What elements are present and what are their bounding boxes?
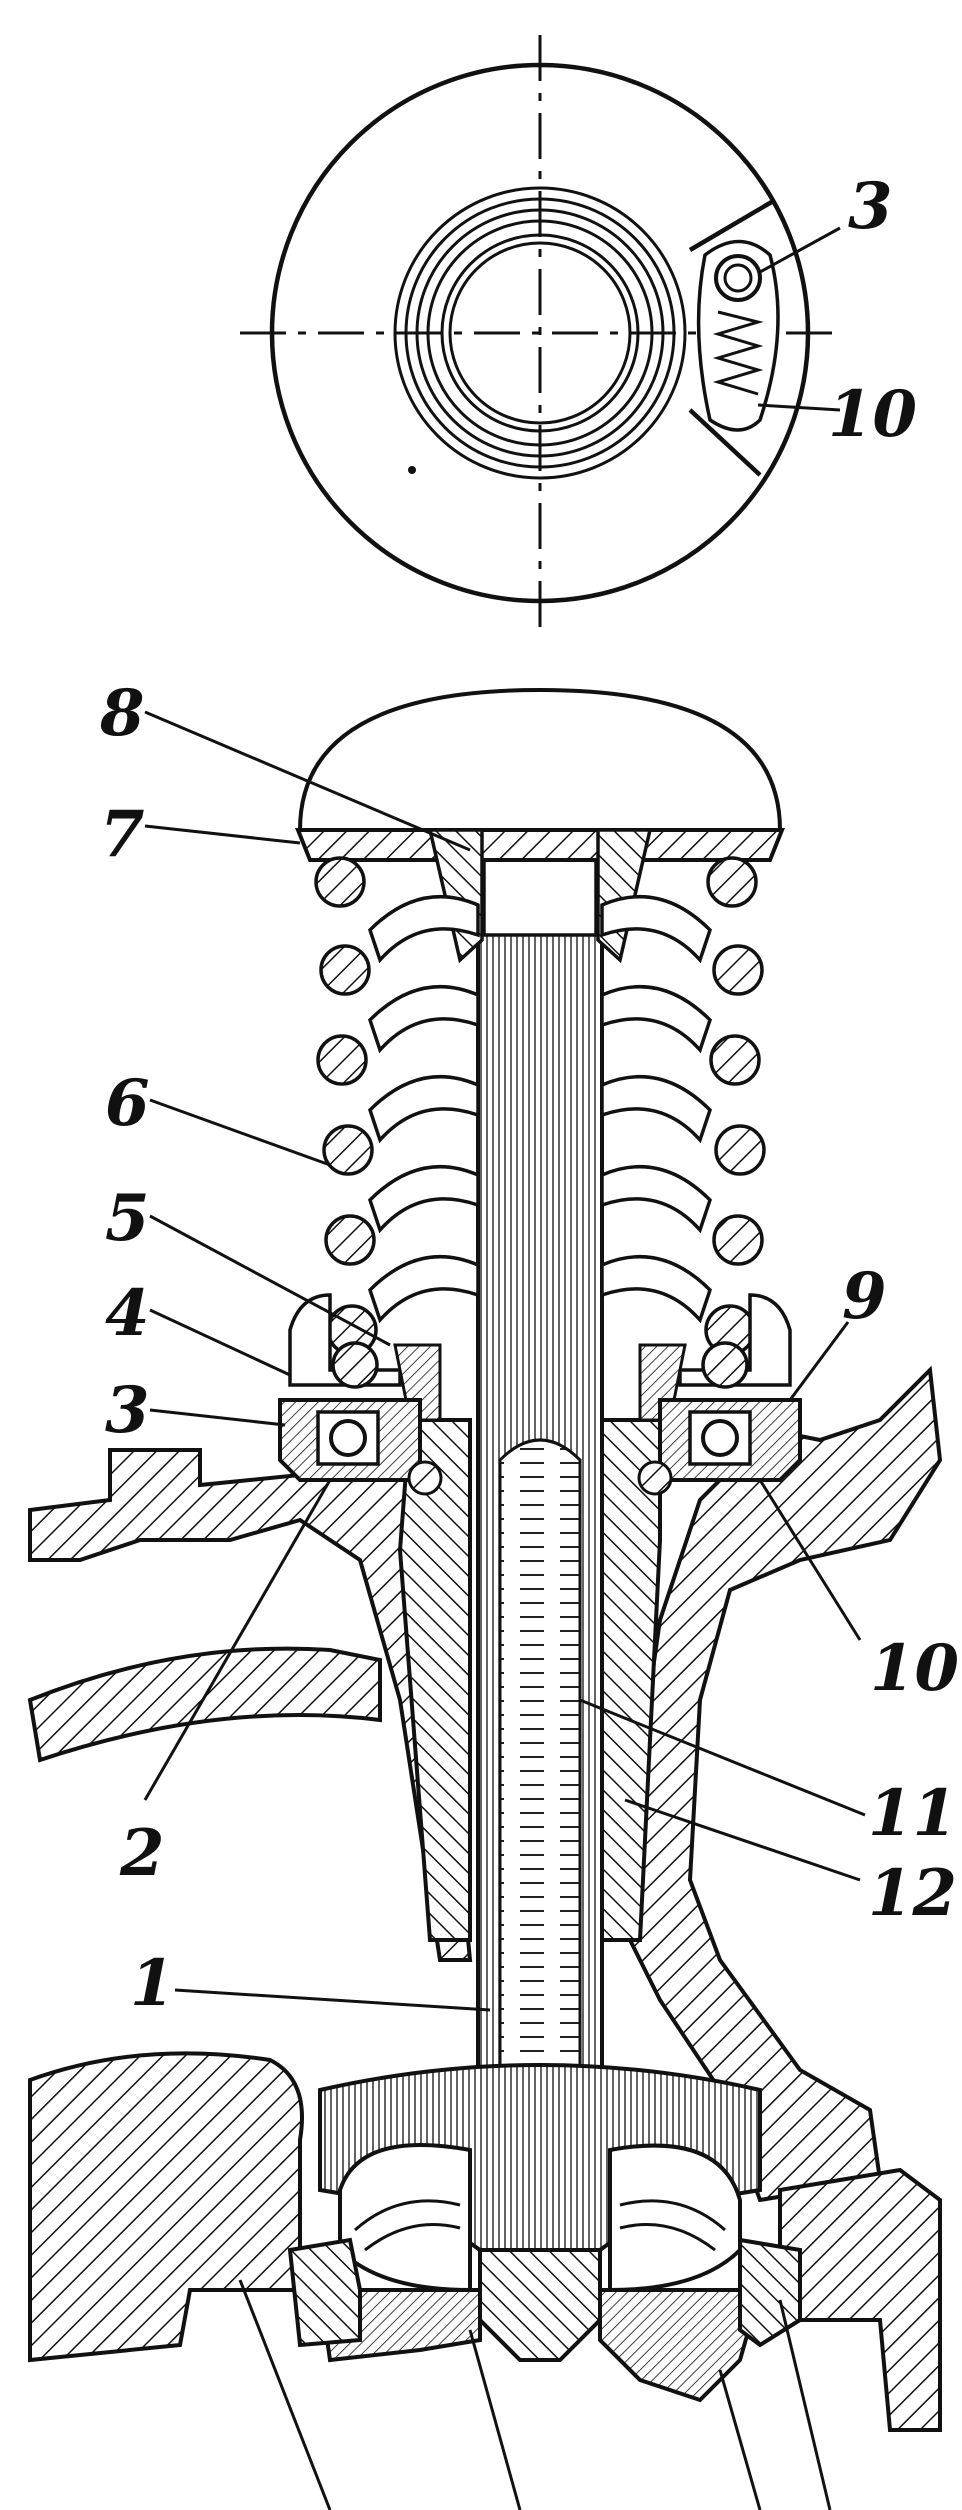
callout-4: 4 bbox=[105, 1276, 150, 1351]
valve-tip bbox=[478, 2248, 602, 2362]
housing-lower-left bbox=[28, 2051, 304, 2363]
top-view: 3 10 bbox=[240, 35, 917, 630]
seat-insert-left bbox=[287, 2237, 362, 2348]
dot bbox=[408, 466, 416, 474]
callout-10: 10 bbox=[870, 1631, 959, 1706]
o-ring-left bbox=[407, 1460, 443, 1496]
callout-top-10: 10 bbox=[828, 377, 917, 452]
valve-cup-left bbox=[338, 2143, 472, 2293]
seal-ball-right bbox=[701, 1341, 749, 1389]
callout-3: 3 bbox=[105, 1373, 150, 1448]
stem-inner-bore bbox=[498, 1438, 582, 2202]
top-view-ring bbox=[440, 233, 640, 433]
top-view-ring bbox=[393, 186, 687, 480]
valve-cup-right bbox=[608, 2143, 742, 2293]
spring-cap-plate bbox=[295, 828, 785, 862]
ball-inner bbox=[723, 263, 753, 293]
callout-6: 6 bbox=[105, 1066, 150, 1141]
top-view-ring bbox=[415, 208, 665, 458]
housing-left-arm bbox=[27, 1646, 382, 1763]
top-view-ring bbox=[404, 197, 676, 469]
spring-cap-dome bbox=[297, 687, 783, 832]
top-view-ring bbox=[448, 241, 632, 425]
valve-cup-arcs bbox=[354, 2199, 726, 2252]
seat-insert-right bbox=[738, 2237, 802, 2348]
callout-8: 8 bbox=[99, 676, 145, 751]
callout-1: 1 bbox=[130, 1946, 175, 2021]
inner-spring bbox=[367, 894, 713, 1324]
callout-7: 7 bbox=[100, 797, 145, 872]
callout-9: 9 bbox=[842, 1259, 887, 1334]
ball-icon bbox=[701, 1419, 739, 1457]
leader-top-3 bbox=[759, 226, 841, 274]
callout-5: 5 bbox=[105, 1181, 150, 1256]
o-ring-right bbox=[637, 1460, 673, 1496]
callout-2: 2 bbox=[119, 1816, 165, 1891]
section-view: 8 7 6 5 4 3 9 10 2 11 12 1 bbox=[27, 676, 959, 2510]
outer-spring bbox=[314, 856, 766, 1356]
guide-sleeve-left bbox=[397, 1418, 472, 1942]
callout-12: 12 bbox=[868, 1856, 957, 1931]
ball-icon bbox=[329, 1419, 367, 1457]
callout-11: 11 bbox=[868, 1776, 957, 1851]
top-view-sector-pocket bbox=[688, 198, 777, 477]
callout-top-3: 3 bbox=[848, 169, 893, 244]
leader-top-10 bbox=[757, 403, 841, 412]
leader-lines bbox=[143, 710, 866, 2510]
valve-face-right bbox=[598, 2288, 763, 2403]
spring-icon bbox=[712, 310, 764, 396]
top-view-ring bbox=[426, 219, 654, 447]
seal-ball-left bbox=[331, 1341, 379, 1389]
ball-icon bbox=[714, 254, 762, 302]
housing-lower-right bbox=[778, 2167, 942, 2432]
